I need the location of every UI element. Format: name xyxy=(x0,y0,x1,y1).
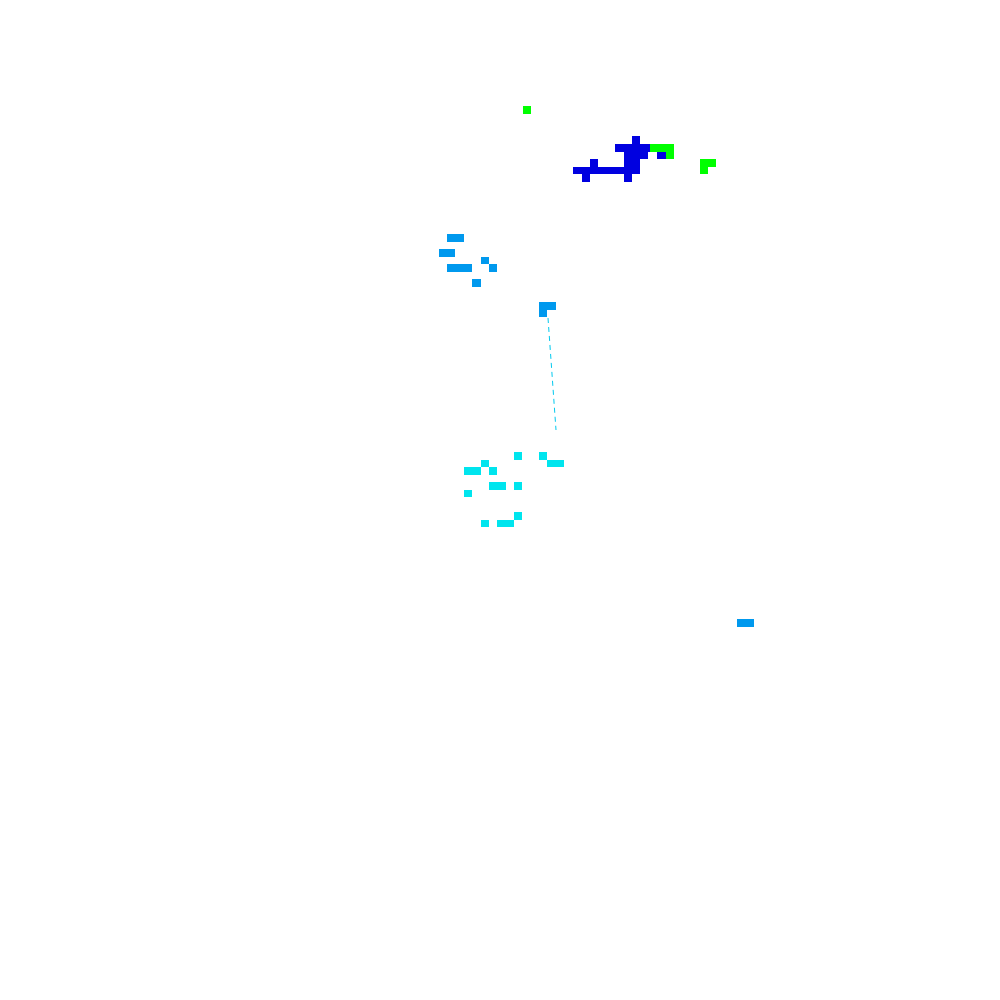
pixel-block xyxy=(666,152,674,159)
pixel-block xyxy=(447,234,464,242)
pixel-block xyxy=(737,619,754,627)
pixel-block xyxy=(497,520,514,527)
pixel-block xyxy=(615,144,650,152)
pixel-block xyxy=(700,159,716,167)
pixel-block xyxy=(439,249,455,257)
dark-blue-pixel-cluster xyxy=(573,136,666,182)
pixel-block xyxy=(582,174,590,182)
sky-blue-pixel-cluster xyxy=(439,234,754,627)
pixel-block xyxy=(700,167,708,174)
pixel-block xyxy=(624,174,632,182)
pixel-block xyxy=(523,106,531,114)
pixel-block xyxy=(539,452,547,460)
pixel-block xyxy=(481,520,489,527)
pixel-block xyxy=(514,512,522,520)
pixel-block xyxy=(472,279,481,287)
pixel-block xyxy=(650,144,674,152)
dashed-connector-line xyxy=(547,317,557,431)
pixel-block xyxy=(539,302,556,310)
pixel-block xyxy=(624,152,648,159)
pixel-block xyxy=(624,159,640,167)
pixel-block xyxy=(464,467,481,475)
pixel-block xyxy=(481,460,489,467)
pixel-block xyxy=(573,167,640,174)
pixel-block xyxy=(481,257,489,264)
cyan-pixel-cluster xyxy=(464,452,564,527)
pixel-block xyxy=(464,490,472,497)
pixel-block xyxy=(514,452,522,460)
pixel-block xyxy=(590,159,598,167)
pixel-block xyxy=(547,460,564,467)
pixel-block xyxy=(514,482,522,490)
pixel-block xyxy=(489,467,497,475)
pixel-block xyxy=(657,152,666,159)
pixel-block xyxy=(489,482,506,490)
pixel-block xyxy=(539,310,547,317)
pixel-block xyxy=(632,136,640,144)
green-pixel-cluster xyxy=(523,106,716,174)
pixel-block xyxy=(447,264,472,272)
pixel-block xyxy=(489,264,497,272)
